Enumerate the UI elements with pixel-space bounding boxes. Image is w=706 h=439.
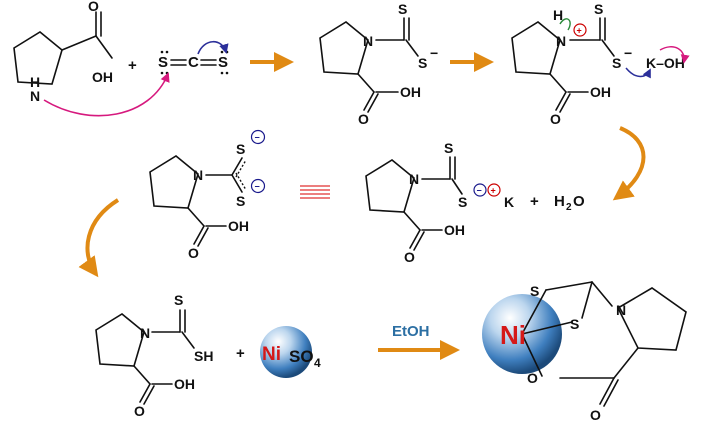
- atom-O: O: [550, 111, 561, 127]
- molecule-dithiocarbamate-anion: N S S − O OH: [319, 1, 438, 127]
- atom-C: C: [188, 54, 199, 71]
- curved-arrow-s-k: [625, 67, 651, 79]
- atom-N: N: [616, 302, 626, 318]
- curved-arrow-n-attack: [43, 72, 170, 117]
- reaction-arrow-4: [78, 198, 120, 278]
- molecule-nickel-complex: N S S O O Ni: [482, 281, 687, 423]
- atom-Ni: Ni: [262, 344, 281, 365]
- atom-S: S: [612, 55, 621, 71]
- atom-H: H: [553, 7, 563, 23]
- nickel-sulfate: Ni SO 4: [260, 326, 321, 378]
- atom-O: O: [188, 245, 199, 261]
- charge-minus-ring: [250, 129, 266, 145]
- atom-S: S: [398, 1, 407, 17]
- atom-Ni: Ni: [500, 320, 526, 350]
- plus-sign-2: +: [530, 193, 539, 210]
- atom-S: S: [458, 194, 467, 210]
- atom-K-OH: K–OH: [646, 55, 685, 71]
- atom-OH: OH: [174, 376, 195, 392]
- subscript-2: 2: [566, 202, 572, 213]
- atom-O: O: [590, 407, 601, 423]
- charge-plus-ring: [573, 23, 587, 37]
- atom-S: S: [174, 292, 183, 308]
- molecule-zwitterion-koh: N H + S S − O OH K–OH: [511, 1, 690, 127]
- charge-minus-ring: [473, 183, 487, 197]
- charge-minus: −: [255, 133, 260, 143]
- atom-S: S: [158, 54, 168, 71]
- atom-O: O: [573, 193, 585, 210]
- molecule-cs2: S C S: [158, 50, 229, 75]
- charge-plus: +: [577, 26, 582, 36]
- reaction-arrow-3: [612, 126, 646, 201]
- atom-S: S: [236, 193, 245, 209]
- charge-minus-ring: [250, 178, 266, 194]
- atom-H: H: [30, 74, 40, 90]
- equivalence-sign: [300, 185, 330, 199]
- atom-S: S: [570, 316, 579, 332]
- atom-N: N: [556, 33, 566, 49]
- charge-minus: −: [430, 45, 438, 61]
- atom-OH: OH: [228, 218, 249, 234]
- curved-arrow-koh: [659, 46, 690, 64]
- atom-OH: OH: [92, 69, 113, 85]
- charge-plus: +: [491, 186, 496, 196]
- charge-minus: −: [477, 186, 482, 196]
- atom-N: N: [140, 325, 150, 341]
- atom-O: O: [527, 370, 538, 386]
- atom-O: O: [358, 111, 369, 127]
- atom-S: S: [236, 141, 245, 157]
- atom-H: H: [554, 193, 565, 210]
- atom-OH: OH: [444, 222, 465, 238]
- molecule-dithiocarbamic-acid: N S SH O OH: [95, 292, 213, 419]
- atom-N: N: [363, 33, 373, 49]
- label-SO: SO: [289, 347, 314, 366]
- atom-N: N: [409, 171, 419, 187]
- subscript-4: 4: [314, 356, 321, 370]
- curved-arrow-cs-pi: [197, 40, 229, 55]
- molecule-water: H 2 O: [554, 193, 585, 213]
- plus-sign-3: +: [236, 345, 245, 362]
- atom-SH: SH: [194, 348, 213, 364]
- molecule-potassium-dithiocarbamate: N S S − + K O OH: [365, 140, 514, 265]
- nickel-sphere-small: [260, 326, 312, 378]
- atom-S: S: [218, 54, 228, 71]
- atom-O: O: [88, 0, 99, 14]
- plus-sign-1: +: [128, 57, 137, 74]
- atom-OH: OH: [590, 84, 611, 100]
- atom-K: K: [504, 194, 514, 210]
- charge-minus: −: [624, 45, 632, 61]
- molecule-dithiocarbamate-delocalized: N S − S − O OH: [149, 129, 266, 261]
- charge-plus-ring: [487, 183, 501, 197]
- atom-S: S: [594, 1, 603, 17]
- curved-arrow-nh: [559, 18, 571, 31]
- atom-N: N: [30, 88, 40, 104]
- solvent-label: EtOH: [392, 323, 430, 340]
- atom-N: N: [193, 167, 203, 183]
- atom-S: S: [530, 283, 539, 299]
- atom-O: O: [404, 249, 415, 265]
- atom-OH: OH: [400, 84, 421, 100]
- atom-S: S: [418, 55, 427, 71]
- charge-minus: −: [255, 182, 260, 192]
- molecule-proline: O OH N H: [13, 0, 113, 104]
- atom-O: O: [134, 403, 145, 419]
- atom-S: S: [444, 140, 453, 156]
